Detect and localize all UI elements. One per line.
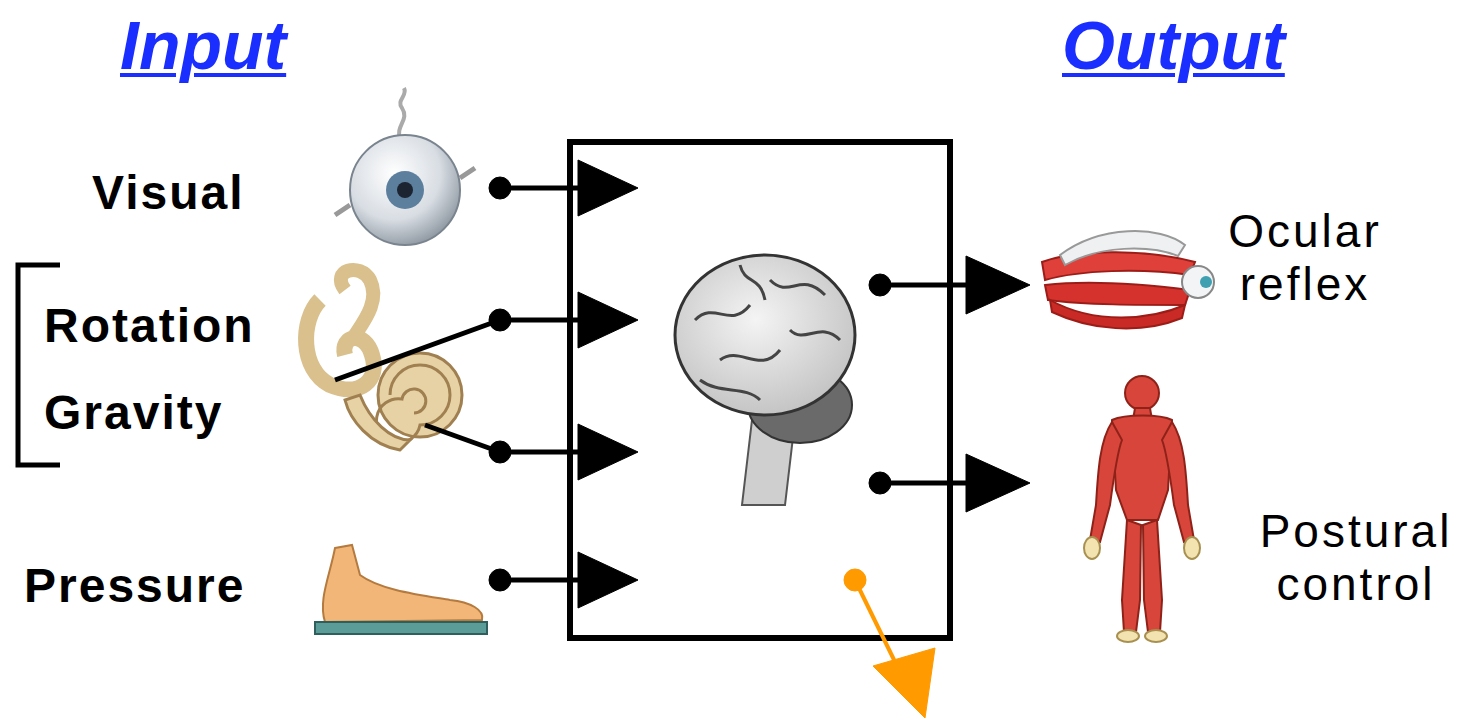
output-label: Postural control (1238, 505, 1474, 611)
orange-arrow (844, 569, 935, 718)
input-label: Visual (92, 165, 245, 220)
input-label: Pressure (24, 558, 245, 613)
section-heading: Output (1062, 6, 1285, 84)
eye-muscle-icon (1042, 231, 1214, 328)
brain-icon (675, 255, 855, 505)
input-label: Gravity (44, 385, 223, 440)
output-label: Ocular reflex (1190, 205, 1420, 311)
processing-box (570, 142, 950, 638)
muscle-body-icon (1084, 376, 1200, 642)
output-arrows (869, 256, 1030, 512)
eye-icon (335, 88, 475, 245)
section-heading: Input (120, 6, 286, 84)
foot-icon (315, 545, 487, 634)
input-arrows (335, 160, 638, 608)
input-label: Rotation (44, 298, 255, 353)
